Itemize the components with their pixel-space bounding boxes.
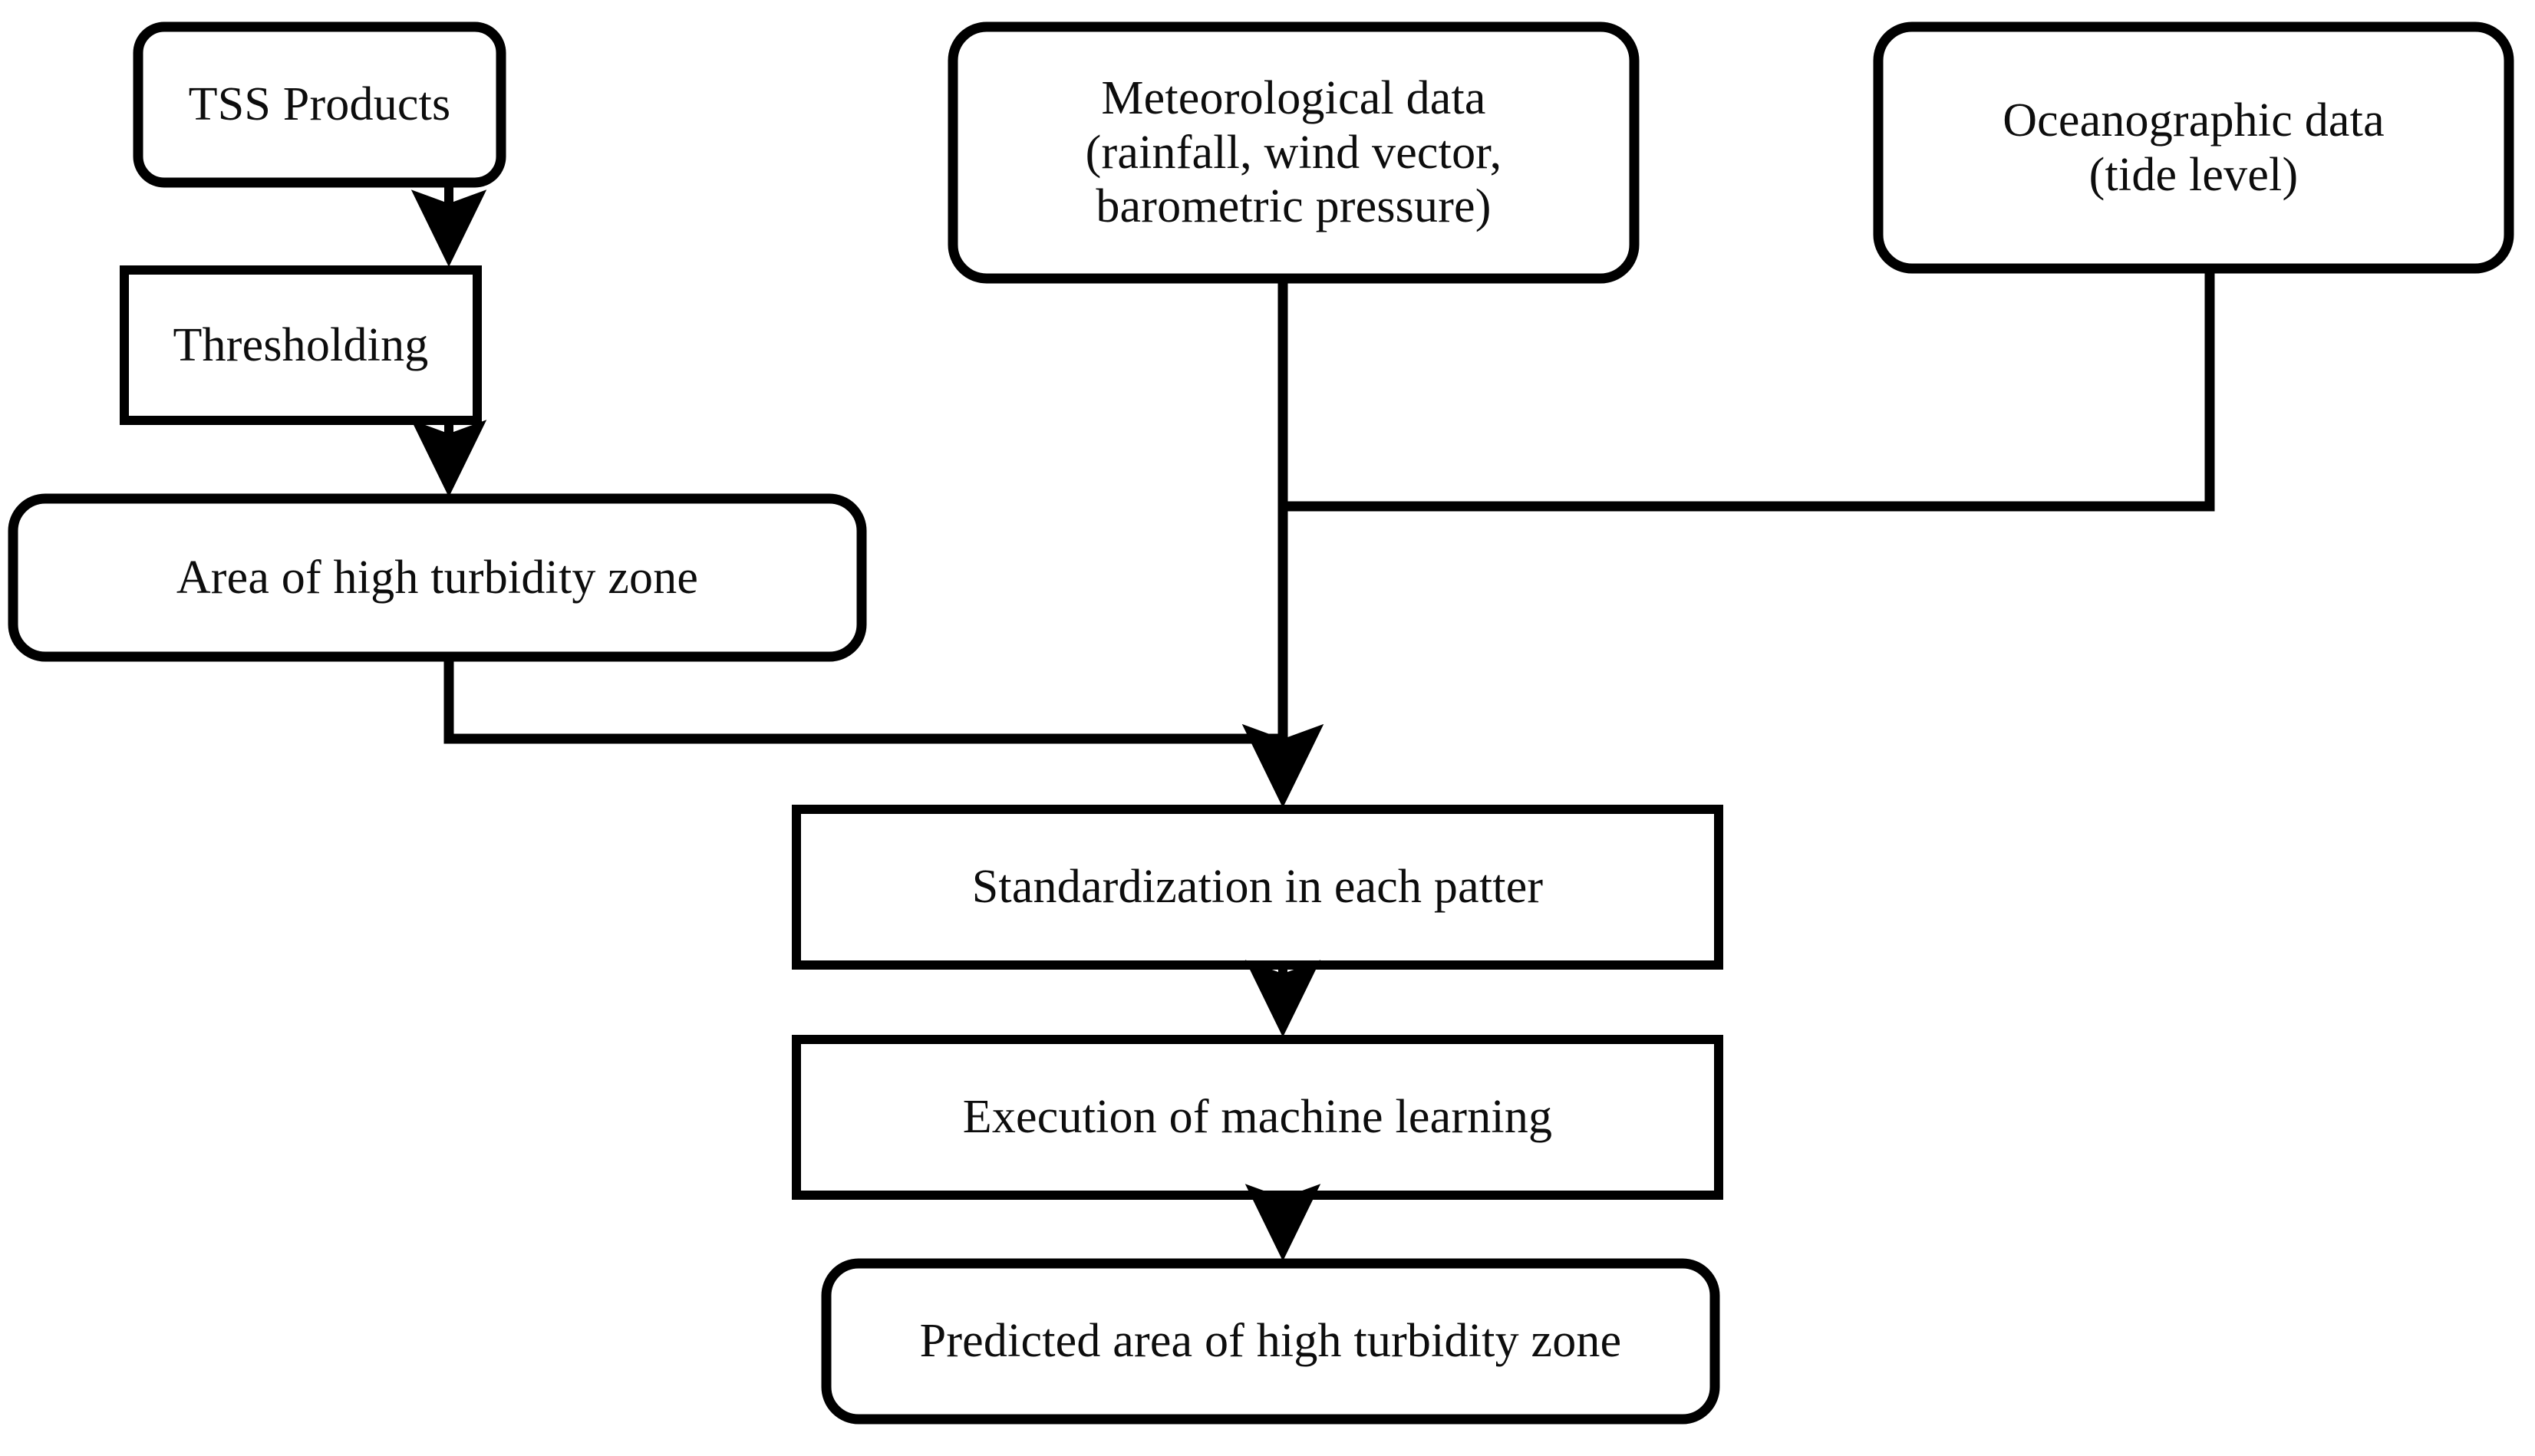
edge-oceanographic-to-trunk — [1283, 270, 2215, 512]
node-shape-predicted-area[interactable] — [821, 1258, 1720, 1425]
node-shape-area-high-turbidity-zone[interactable] — [8, 493, 867, 662]
node-shape-standardization[interactable] — [792, 805, 1723, 970]
node-shape-tss-products[interactable] — [133, 21, 506, 188]
node-shape-oceanographic-data[interactable] — [1873, 21, 2514, 274]
node-shape-execution-machine-learning[interactable] — [792, 1035, 1723, 1200]
node-shape-meteorological-data[interactable] — [948, 21, 1640, 284]
edge-area-to-trunk — [443, 658, 1283, 744]
node-shape-thresholding[interactable] — [120, 265, 482, 425]
